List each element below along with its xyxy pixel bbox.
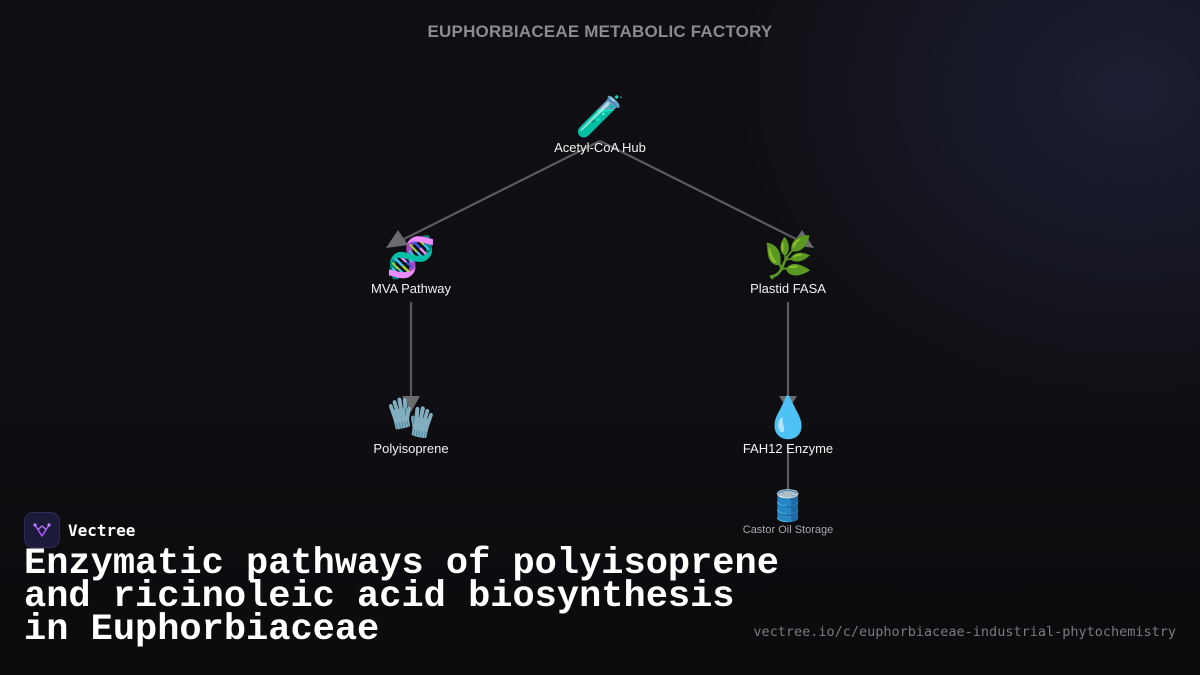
node-polyisoprene: 🧤 Polyisoprene — [351, 395, 471, 456]
brand: Vectree — [24, 512, 135, 548]
node-acetyl-coa-hub: 🧪 Acetyl-CoA Hub — [540, 94, 660, 155]
node-label: Plastid FASA — [750, 281, 826, 296]
edge-fah12-to-castor — [779, 444, 797, 502]
test-tube-icon: 🧪 — [575, 95, 625, 139]
edge-mva-to-poly — [402, 302, 420, 412]
arrowhead — [402, 396, 420, 412]
arrowhead — [779, 396, 797, 410]
droplet-icon: 💧 — [763, 396, 813, 440]
arrowhead — [386, 230, 408, 248]
node-label: Polyisoprene — [373, 441, 449, 456]
node-plastid-fasa: 🌿 Plastid FASA — [728, 235, 848, 296]
node-fah12-enzyme: 💧 FAH12 Enzyme — [728, 395, 848, 456]
node-castor-oil-storage: 🛢️ Castor Oil Storage — [728, 490, 848, 536]
edge-fasa-to-fah12 — [779, 302, 797, 410]
diagram-title: EUPHORBIACEAE METABOLIC FACTORY — [427, 22, 773, 41]
arrowhead — [792, 230, 814, 248]
herb-icon: 🌿 — [763, 236, 813, 280]
dna-icon: 🧬 — [386, 236, 436, 280]
oil-drum-icon: 🛢️ — [769, 490, 807, 523]
node-label: MVA Pathway — [371, 281, 451, 296]
edge-acetyl-to-mva — [386, 140, 601, 248]
headline: Enzymatic pathways of polyisoprene and r… — [24, 543, 779, 651]
vectree-logo-icon — [24, 512, 60, 548]
node-label: FAH12 Enzyme — [742, 441, 834, 456]
arrowhead — [779, 490, 797, 502]
edge-acetyl-to-fasa — [599, 140, 814, 248]
brand-name: Vectree — [68, 520, 136, 540]
node-label: Castor Oil Storage — [742, 524, 834, 536]
gloves-icon: 🧤 — [386, 396, 436, 440]
source-url: vectree.io/c/euphorbiaceae-industrial-ph… — [753, 624, 1176, 640]
node-label: Acetyl-CoA Hub — [554, 140, 646, 155]
node-mva-pathway: 🧬 MVA Pathway — [351, 235, 471, 296]
